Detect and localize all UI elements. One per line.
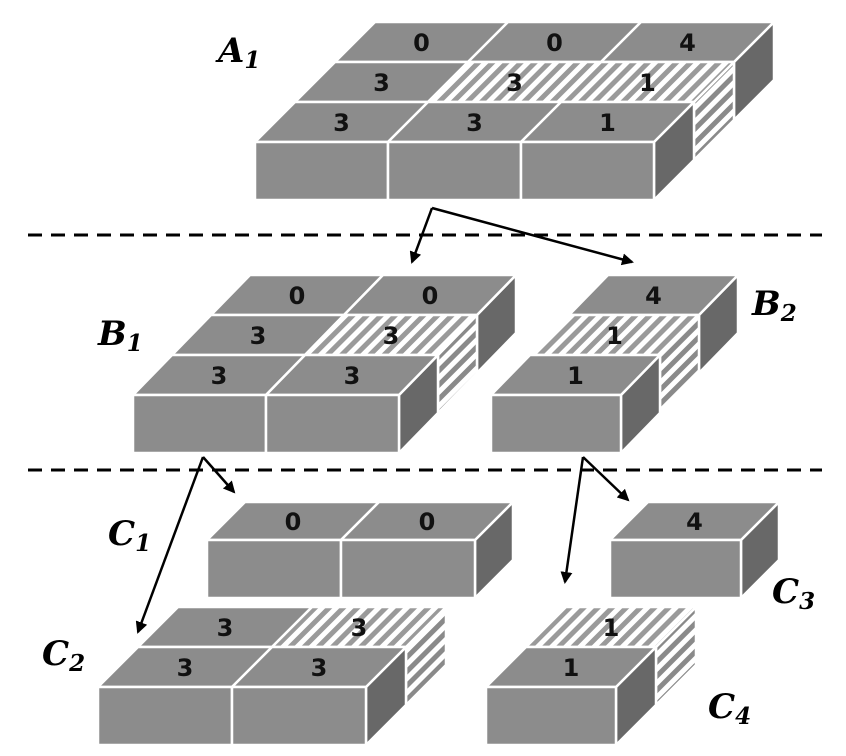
cell-value: 0 bbox=[285, 508, 302, 536]
block-front-face bbox=[230, 685, 368, 747]
arrows bbox=[135, 206, 634, 634]
arrow-b1-to-c1 bbox=[202, 456, 236, 494]
cell-value: 1 bbox=[599, 109, 616, 137]
cell-value: 3 bbox=[466, 109, 483, 137]
cell-value: 0 bbox=[419, 508, 436, 536]
cell-value: 0 bbox=[422, 282, 439, 310]
block-front-face bbox=[264, 393, 401, 455]
cell-value: 3 bbox=[383, 322, 400, 350]
arrow-b2-to-c3 bbox=[582, 456, 630, 502]
block-front-face bbox=[205, 538, 343, 600]
cell-value: 1 bbox=[606, 322, 623, 350]
block-c3: 4 bbox=[608, 500, 781, 600]
cell-value: 4 bbox=[679, 29, 696, 57]
arrow-b1-to-c2 bbox=[135, 456, 205, 634]
cell-value: 3 bbox=[311, 654, 328, 682]
block-front-face bbox=[96, 685, 234, 747]
block-b2: 411 bbox=[489, 273, 740, 455]
label-c3: C3 bbox=[772, 572, 815, 615]
label-c4: C4 bbox=[708, 687, 751, 730]
cell-value: 3 bbox=[211, 362, 228, 390]
label-b1: B1 bbox=[97, 314, 143, 357]
block-front-face bbox=[253, 140, 390, 202]
block-front-face bbox=[339, 538, 477, 600]
block-front-face bbox=[608, 538, 743, 600]
block-front-face bbox=[386, 140, 523, 202]
block-c4: 11 bbox=[484, 605, 698, 747]
label-c1: C1 bbox=[108, 514, 151, 557]
cell-value: 4 bbox=[645, 282, 662, 310]
cell-value: 3 bbox=[177, 654, 194, 682]
cell-value: 0 bbox=[546, 29, 563, 57]
cell-value: 3 bbox=[333, 109, 350, 137]
block-front-face bbox=[519, 140, 656, 202]
cell-value: 0 bbox=[289, 282, 306, 310]
block-front-face bbox=[131, 393, 268, 455]
cell-value: 1 bbox=[603, 614, 620, 642]
cell-value: 1 bbox=[567, 362, 584, 390]
block-front-face bbox=[484, 685, 618, 747]
cell-value: 3 bbox=[250, 322, 267, 350]
block-front-face bbox=[489, 393, 623, 455]
cell-value: 3 bbox=[344, 362, 361, 390]
arrow-a1-to-b2 bbox=[431, 206, 634, 266]
label-c2: C2 bbox=[42, 634, 85, 677]
cell-value: 3 bbox=[351, 614, 368, 642]
cell-value: 1 bbox=[563, 654, 580, 682]
cell-value: 4 bbox=[686, 508, 703, 536]
cell-value: 3 bbox=[217, 614, 234, 642]
label-b2: B2 bbox=[751, 284, 797, 327]
arrow-a1-to-b1 bbox=[409, 207, 434, 264]
label-a1: A1 bbox=[215, 31, 260, 74]
cell-value: 3 bbox=[506, 69, 523, 97]
cell-value: 3 bbox=[373, 69, 390, 97]
cell-value: 0 bbox=[413, 29, 430, 57]
cell-value: 1 bbox=[639, 69, 656, 97]
arrow-b2-to-c4 bbox=[560, 456, 585, 584]
